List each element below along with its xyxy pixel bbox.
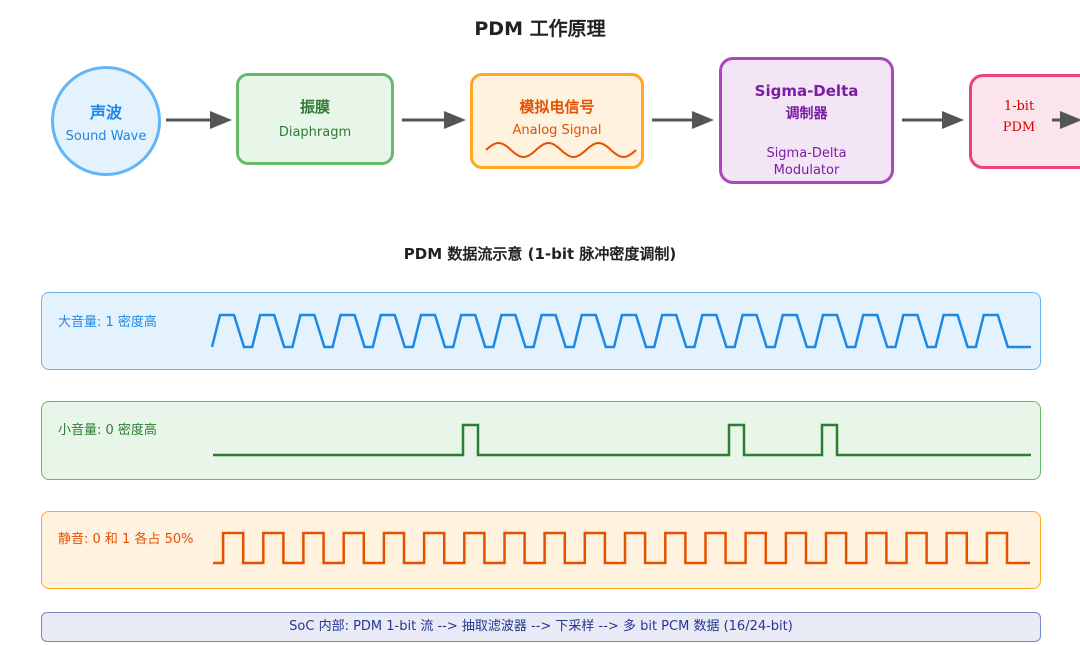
section-subtitle: PDM 数据流示意 (1-bit 脉冲密度调制) — [403, 245, 677, 263]
loud-pdm-waveform — [210, 313, 1031, 349]
sigma-delta-en-2: Modulator — [773, 163, 840, 178]
sigma-delta-en-1: Sigma-Delta — [766, 146, 847, 161]
analog-signal-cn: 模拟电信号 — [519, 98, 595, 116]
sigma-delta-node: Sigma-Delta 调制器 Sigma-Delta Modulator — [719, 57, 894, 184]
analog-signal-node: 模拟电信号 Analog Signal — [470, 73, 644, 169]
diaphragm-cn: 振膜 — [299, 98, 330, 116]
diaphragm-node: 振膜 Diaphragm — [236, 73, 394, 165]
arrow-modulator-to-pdm — [902, 111, 964, 129]
sound-wave-en: Sound Wave — [65, 128, 147, 144]
loud-wave-label: 大音量: 1 密度高 — [58, 315, 157, 330]
page-title: PDM 工作原理 — [474, 18, 606, 40]
sigma-delta-en: Sigma-Delta Modulator — [766, 145, 846, 179]
analog-signal-en: Analog Signal — [512, 123, 602, 138]
flow-arrows — [166, 111, 1080, 159]
arrow-sound-to-diaphragm — [166, 111, 232, 129]
pdm-output-line1: 1-bit — [1003, 99, 1035, 114]
arrow-diaphragm-to-analog — [402, 111, 466, 129]
sound-wave-cn: 声波 — [89, 102, 122, 122]
sigma-delta-title: Sigma-Delta — [754, 82, 859, 100]
quiet-wave-label: 小音量: 0 密度高 — [58, 423, 157, 438]
quiet-pdm-waveform — [213, 423, 1031, 457]
diaphragm-en: Diaphragm — [278, 125, 352, 140]
soc-pipeline-note: SoC 内部: PDM 1-bit 流 --> 抽取滤波器 --> 下采样 --… — [41, 612, 1041, 642]
quiet-wave-panel — [41, 401, 1041, 480]
arrow-analog-to-modulator — [652, 111, 714, 129]
silent-wave-label: 静音: 0 和 1 各占 50% — [58, 532, 194, 547]
loud-wave-panel — [41, 292, 1041, 370]
arrow-pdm-out — [1052, 111, 1080, 129]
sound-wave-node: 声波 Sound Wave — [51, 66, 161, 176]
pdm-output-line2: PDM — [1002, 120, 1036, 135]
sigma-delta-cn: 调制器 — [785, 106, 828, 122]
silent-wave-panel — [41, 511, 1041, 589]
silent-pdm-waveform — [213, 531, 1030, 565]
analog-wave-icon — [485, 141, 637, 159]
